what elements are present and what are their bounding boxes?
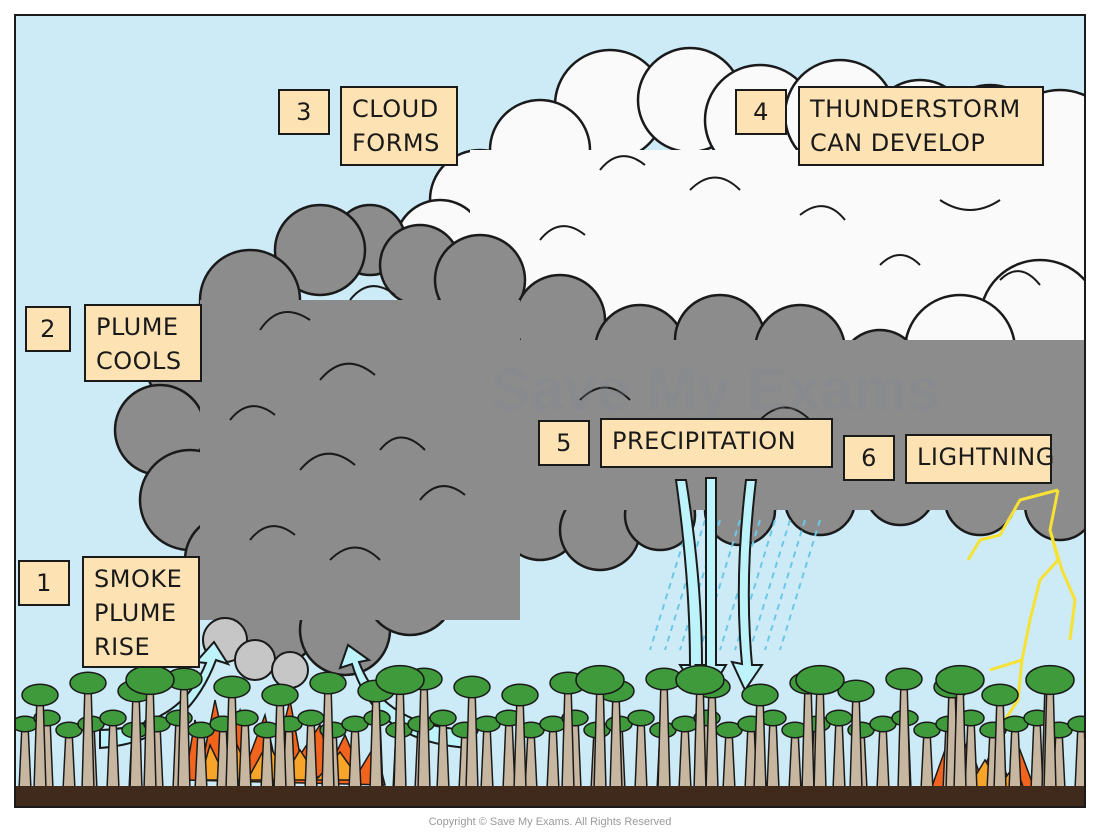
tree [261, 683, 299, 791]
step-4-line-2: CAN DEVELOP [810, 129, 986, 157]
frame [14, 14, 1086, 808]
tree [253, 721, 281, 791]
tree [671, 715, 699, 791]
step-3-label: CLOUD FORMS [340, 86, 458, 166]
tree [125, 664, 175, 791]
step-6-number: 6 [843, 435, 895, 481]
tree [309, 671, 347, 791]
step-2-label: PLUME COOLS [84, 304, 202, 382]
tree [539, 715, 567, 791]
step-4-number: 4 [735, 89, 787, 135]
step-3-line-1: CLOUD [352, 95, 439, 123]
tree [213, 675, 251, 791]
tree [885, 667, 923, 791]
step-1-line-3: RISE [94, 633, 151, 661]
tree [981, 683, 1019, 791]
tree [741, 683, 779, 791]
tree [501, 683, 539, 791]
ground [15, 786, 1085, 807]
tree [453, 675, 491, 791]
step-5-line-1: PRECIPITATION [612, 427, 797, 455]
step-3-number: 3 [278, 89, 330, 135]
tree [21, 683, 59, 791]
step-4-label: THUNDERSTORM CAN DEVELOP [798, 86, 1044, 166]
tree [429, 709, 457, 791]
step-6-label: LIGHTNING [905, 434, 1055, 484]
tree [55, 721, 83, 791]
lightning-bolt [966, 488, 1077, 741]
step-2-line-2: COOLS [96, 347, 182, 375]
tree [1025, 664, 1075, 791]
tree [375, 664, 425, 791]
step-5-label: PRECIPITATION [600, 418, 833, 468]
step-5-number: 5 [538, 420, 590, 466]
copyright-notice: Copyright © Save My Exams. All Rights Re… [428, 816, 672, 828]
tree [99, 709, 127, 791]
step-1-label: SMOKE PLUME RISE [82, 556, 200, 668]
tree [187, 721, 215, 791]
watermark: Save My Exams [490, 356, 940, 423]
tree [15, 715, 39, 791]
step-6-line-1: LIGHTNING [917, 443, 1055, 471]
tree [69, 671, 107, 791]
step-2-line-1: PLUME [96, 313, 179, 341]
tree [645, 667, 683, 791]
tree [1001, 715, 1029, 791]
step-1-number: 1 [18, 560, 70, 606]
step-1-line-1: SMOKE [94, 565, 183, 593]
step-1-line-2: PLUME [94, 599, 177, 627]
step-2-number: 2 [25, 306, 71, 352]
step-3-line-2: FORMS [352, 129, 440, 157]
step-4-line-1: THUNDERSTORM [810, 95, 1021, 123]
